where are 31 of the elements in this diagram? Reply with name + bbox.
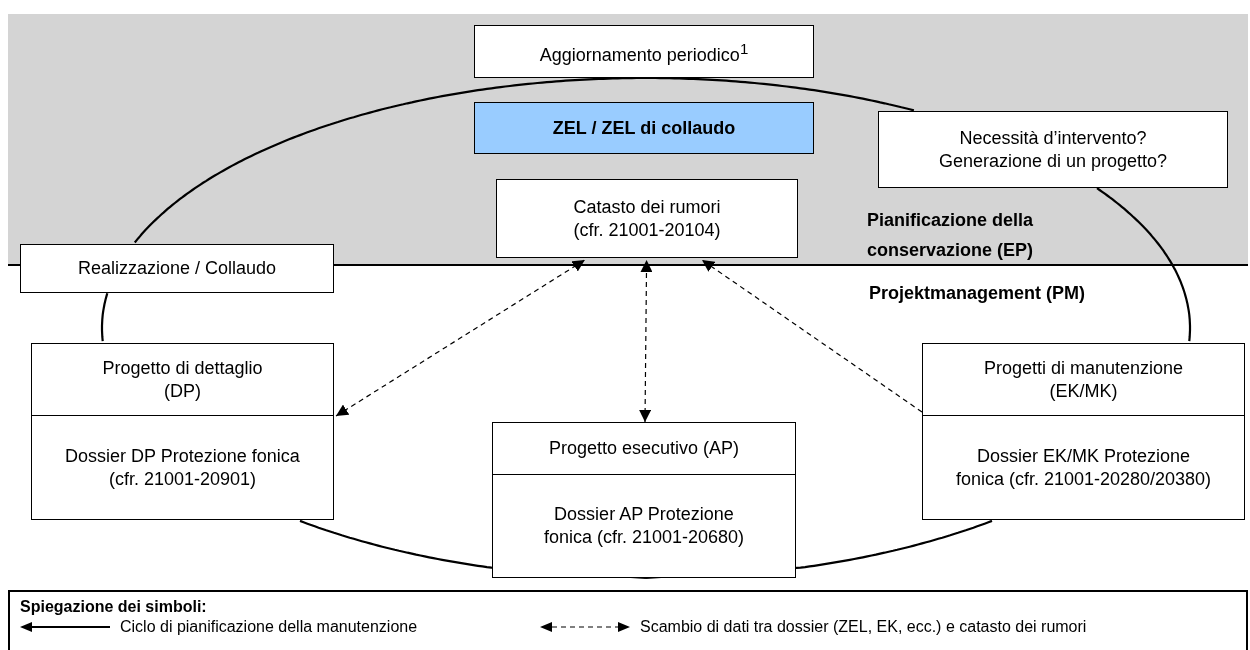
box-heading: Progetto esecutivo (AP) <box>548 437 740 460</box>
process-box <box>878 111 1228 188</box>
box-text: Aggiornamento periodico$^{1}$ <box>539 38 749 67</box>
process-box <box>31 343 334 520</box>
box-text: Catasto dei rumori (cfr. 21001-20104) <box>572 195 722 242</box>
dashed-arrow <box>335 259 586 417</box>
process-box <box>922 343 1245 520</box>
cycle-line <box>133 76 646 244</box>
band-title: Projektmanagement (PM) <box>869 282 1087 305</box>
box-heading: Progetto di dettaglio (DP) <box>101 356 264 403</box>
legend-heading: Spiegazione dei simboli: <box>20 598 207 616</box>
box-body: Dossier AP Protezione fonica (cfr. 21001-20680) <box>542 503 746 549</box>
band-title: Pianificazione della conservazione (EP) <box>867 209 1035 262</box>
process-box <box>474 25 814 78</box>
box-body: Dossier EK/MK Protezione fonica (cfr. 21001-20280/20380) <box>954 444 1213 491</box>
dashed-arrow <box>701 259 923 413</box>
box-text: Realizzazione / Collaudo <box>77 257 277 280</box>
dashed-arrow <box>639 259 653 423</box>
box-text: ZEL / ZEL di collaudo <box>552 116 736 140</box>
box-text: Necessità d’intervento? Generazione di un progetto? <box>937 126 1169 173</box>
box-heading: Progetti di manutenzione (EK/MK) <box>982 356 1185 403</box>
process-box <box>20 244 334 293</box>
highlight-box <box>474 102 814 154</box>
cycle-line <box>646 76 915 112</box>
legend-text: Ciclo di pianificazione della manutenzione <box>120 618 418 636</box>
cycle-line <box>1096 187 1192 342</box>
legend-text: Scambio di dati tra dossier (ZEL, EK, ecc.) e catasto dei rumori <box>640 618 1087 636</box>
process-box <box>492 422 796 578</box>
cycle-line <box>100 292 109 342</box>
process-box <box>496 179 798 258</box>
box-body: Dossier DP Protezione fonica (cfr. 21001-20901) <box>64 444 301 491</box>
